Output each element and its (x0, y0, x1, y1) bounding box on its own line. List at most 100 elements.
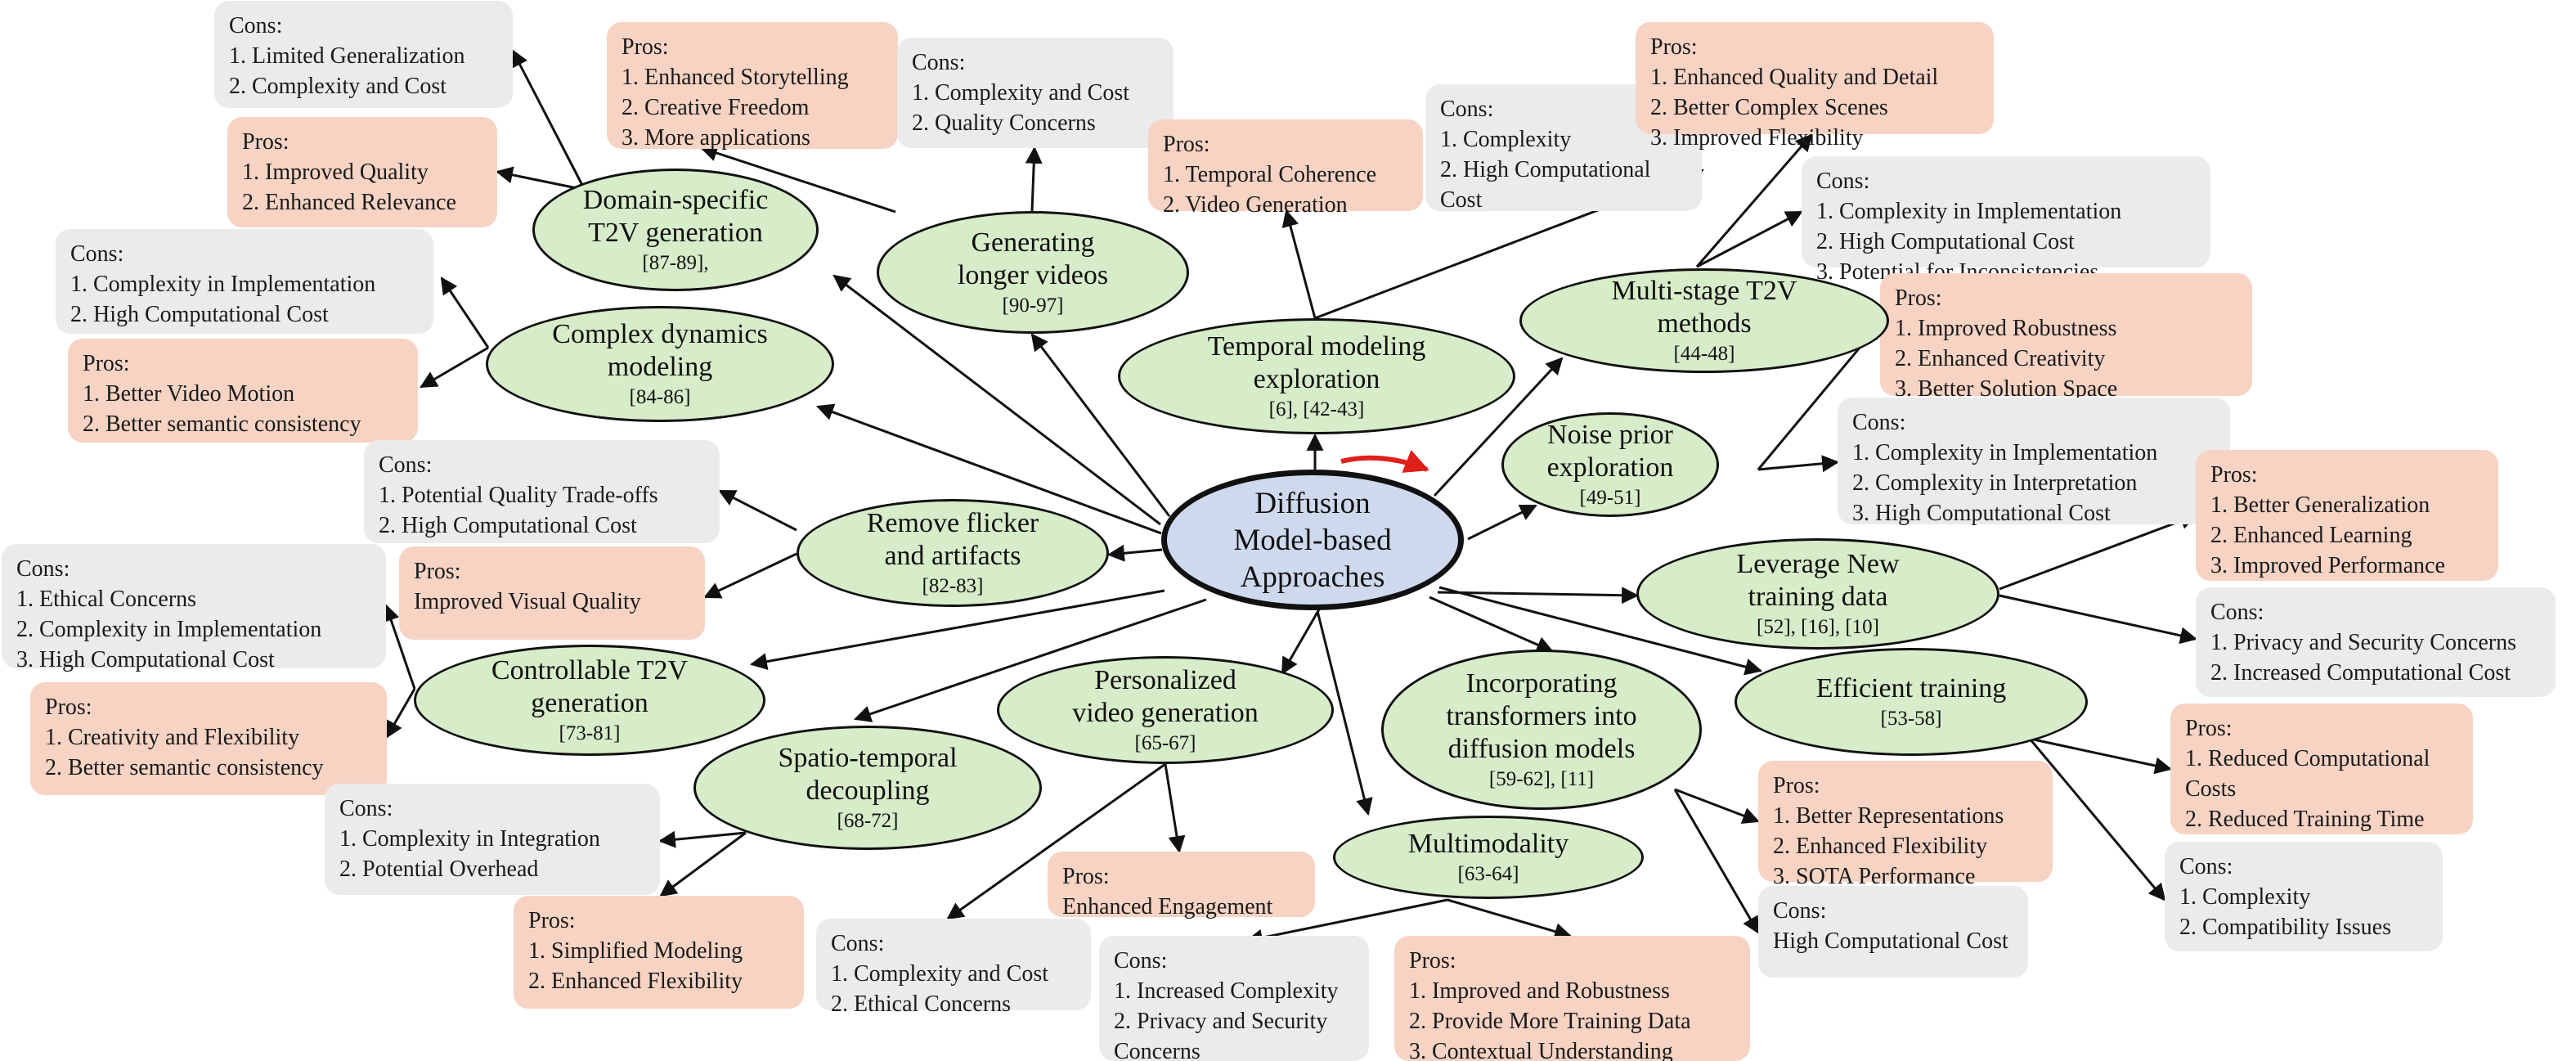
cons-item: 2. High Computational Cost (1440, 157, 1651, 213)
pros-header: Pros: (2210, 462, 2258, 488)
pros-header: Pros: (1163, 132, 1210, 157)
node-title-line: Spatio-temporal (778, 743, 958, 773)
cons-item: 2. Quality Concerns (912, 110, 1096, 136)
pros-item: 2. Better semantic consistency (83, 411, 361, 437)
cons-header: Cons: (912, 50, 966, 75)
edge-longer-to-cons (1025, 146, 1043, 212)
node-title-line: Temporal modeling (1207, 331, 1426, 362)
node-title-line: exploration (1546, 452, 1674, 483)
edge-center-to-multistage (1433, 357, 1564, 497)
node-title-line: Multimodality (1407, 829, 1569, 859)
pros-header: Pros: (1773, 773, 1820, 798)
node-title-line: exploration (1253, 364, 1380, 394)
pros-header: Pros: (414, 559, 461, 584)
pros-item: 2. Better Complex Scenes (1650, 95, 1888, 120)
pros-header: Pros: (2185, 716, 2233, 741)
pros-item: 1. Enhanced Storytelling (622, 65, 849, 90)
cons-header: Cons: (1440, 97, 1494, 122)
edge-flicker-to-cons (718, 489, 797, 532)
edge-longer-to-pros (700, 144, 896, 214)
node-title-line: methods (1657, 308, 1752, 339)
cons-item: 1. Complexity (1440, 127, 1572, 152)
edge-domain-to-cons (511, 49, 586, 191)
node-reference: [87-89], (642, 252, 709, 274)
node-title-line: Controllable T2V (491, 655, 689, 686)
pros-header: Pros: (1062, 864, 1110, 889)
edge-multimodality-to-cons (1245, 898, 1448, 946)
pros-header: Pros: (1650, 34, 1698, 60)
cons-item: 2. Complexity in Implementation (16, 617, 322, 642)
pros-item: 3. Improved Flexibility (1650, 125, 1864, 151)
edge-flicker-to-pros (703, 552, 797, 599)
edge-center-to-complex (816, 403, 1162, 535)
edge-leverage-to-cons (1999, 594, 2198, 645)
node-reference: [53-58] (1880, 708, 1942, 730)
cons-item: 1. Privacy and Security Concerns (2210, 630, 2517, 655)
pros-item: 1. Improved Quality (242, 160, 429, 185)
edge-controllable-to-cons (383, 604, 416, 690)
pros-header: Pros: (45, 695, 92, 720)
node-reference: [68-72] (837, 810, 899, 832)
pros-header: Pros: (622, 34, 669, 60)
pros-item: 2. Provide More Training Data (1409, 1009, 1691, 1034)
node-title-line: Remove flicker (866, 508, 1039, 538)
edge-multimodality-to-pros (1447, 898, 1573, 940)
edge-efficient-to-pros (2029, 737, 2173, 775)
pros-item: 2. Better semantic consistency (45, 755, 324, 780)
edge-transformers-to-cons (1673, 789, 1760, 934)
cons-item: 2. Increased Computational Cost (2210, 660, 2511, 686)
pros-item: 1. Better Generalization (2210, 492, 2430, 518)
node-title-line: video generation (1072, 698, 1259, 728)
edge-multistage-to-cons (1696, 210, 1803, 268)
edge-center-to-leverage (1437, 587, 1640, 605)
cons-item: 2. Compatibility Issues (2179, 915, 2391, 940)
pros-item: 1. Better Video Motion (83, 381, 295, 407)
edge-center-to-flicker (1106, 544, 1163, 562)
pros-item: 2. Video Generation (1163, 192, 1348, 218)
pros-item: 2. Enhanced Flexibility (528, 969, 743, 994)
node-title-line: Multi-stage T2V (1611, 276, 1797, 306)
pros-item: 2. Creative Freedom (622, 95, 810, 120)
pros-item: 1. Enhanced Quality and Detail (1650, 65, 1939, 90)
node-title-line: Domain-specific (582, 185, 769, 215)
cons-item: 1. Complexity (2179, 884, 2311, 910)
node-reference: [49-51] (1579, 487, 1641, 509)
pros-item: 3. Contextual Understanding (1409, 1039, 1673, 1061)
cons-header: Cons: (831, 931, 885, 956)
pros-item: 1. Temporal Coherence (1163, 162, 1377, 187)
cons-item: 1. Complexity in Implementation (1816, 199, 2122, 224)
pros-header: Pros: (1409, 948, 1456, 973)
cons-item: 2. Ethical Concerns (831, 991, 1012, 1017)
edge-center-to-controllable (749, 589, 1165, 671)
cons-header: Cons: (339, 796, 393, 821)
node-reference: [52], [16], [10] (1757, 616, 1879, 638)
node-title-line: modeling (607, 352, 713, 382)
edge-complex-to-pros (420, 346, 489, 389)
cons-item: 1. Complexity in Implementation (70, 272, 376, 297)
edge-spatio-to-cons (657, 830, 747, 848)
cons-header: Cons: (1852, 410, 1906, 435)
cons-header: Cons: (1816, 169, 1870, 194)
cons-header: Cons: (1114, 948, 1168, 973)
node-reference: [90-97] (1002, 294, 1064, 317)
